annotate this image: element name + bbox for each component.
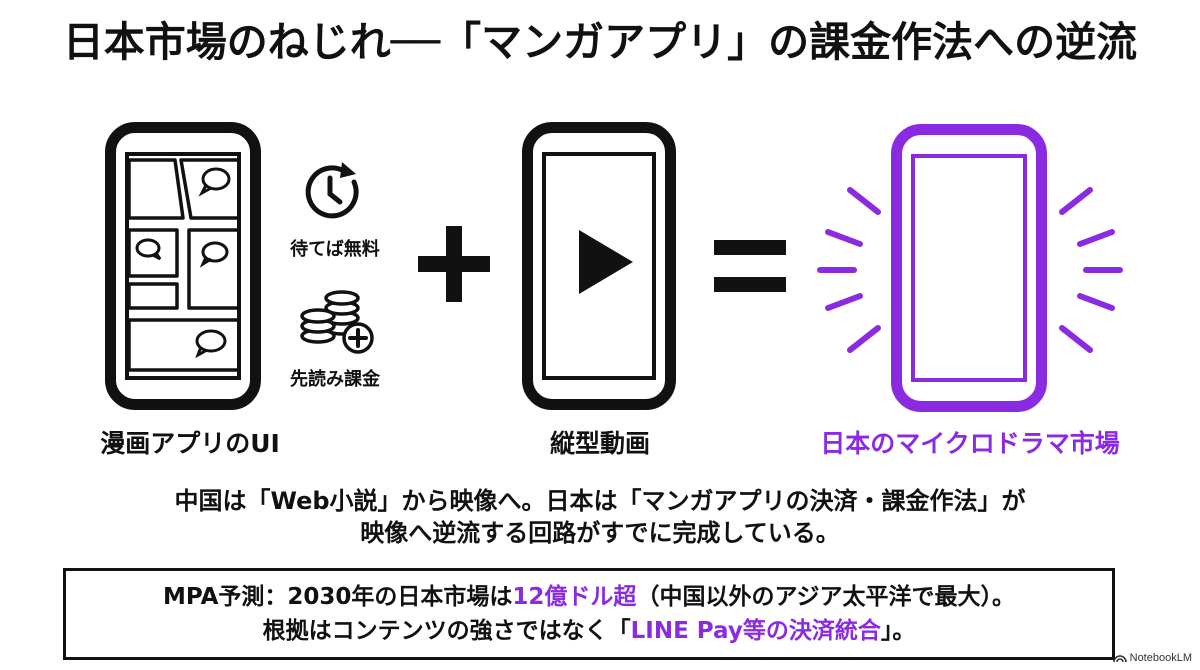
forecast-line-1: MPA予測：2030年の日本市場は12億ドル超（中国以外のアジア太平洋で最大）。 [66,580,1112,614]
forecast-line-1-post: （中国以外のアジア太平洋で最大）。 [636,584,1016,610]
pay-ahead-label: 先読み課金 [290,369,380,390]
summary-line-1: 中国は「Web小説」から映像へ。日本は「マンガアプリの決済・課金作法」が [174,487,1026,515]
notebooklm-label: NotebookLM [1129,652,1192,664]
notebooklm-icon [1112,655,1127,663]
forecast-highlight-value: 12億ドル超 [512,584,637,610]
comic-panels-icon [127,158,241,372]
forecast-line-2-post: 」。 [880,618,916,644]
plus-icon [418,226,490,302]
play-icon [579,230,633,294]
equals-icon [714,240,786,292]
forecast-highlight-payment: LINE Pay等の決済統合 [630,618,881,644]
manga-app-caption: 漫画アプリのUI [100,429,280,458]
wait-free-label: 待てば無料 [290,239,380,260]
speech-bubble-icon [135,167,231,359]
page-title: 日本市場のねじれ──「マンガアプリ」の課金作法への逆流 [62,18,1138,66]
microdrama-screen [911,154,1027,382]
vertical-video-caption: 縦型動画 [549,429,650,458]
vertical-video-screen [542,152,656,380]
vibration-lines-icon [817,187,1123,353]
clock-icon [305,162,359,219]
forecast-line-2: 根拠はコンテンツの強さではなく「LINE Pay等の決済統合」。 [66,614,1112,648]
forecast-line-2-pre: 根拠はコンテンツの強さではなく「 [262,618,631,644]
summary-line-2: 映像へ逆流する回路がすでに完成している。 [360,519,840,547]
coins-plus-icon [300,290,374,354]
forecast-line-1-pre: MPA予測：2030年の日本市場は [162,584,513,610]
notebooklm-badge: NotebookLM [1112,652,1192,664]
microdrama-phone [891,124,1047,412]
microdrama-caption: 日本のマイクロドラマ市場 [820,429,1120,458]
forecast-box: MPA予測：2030年の日本市場は12億ドル超（中国以外のアジア太平洋で最大）。… [63,568,1115,660]
